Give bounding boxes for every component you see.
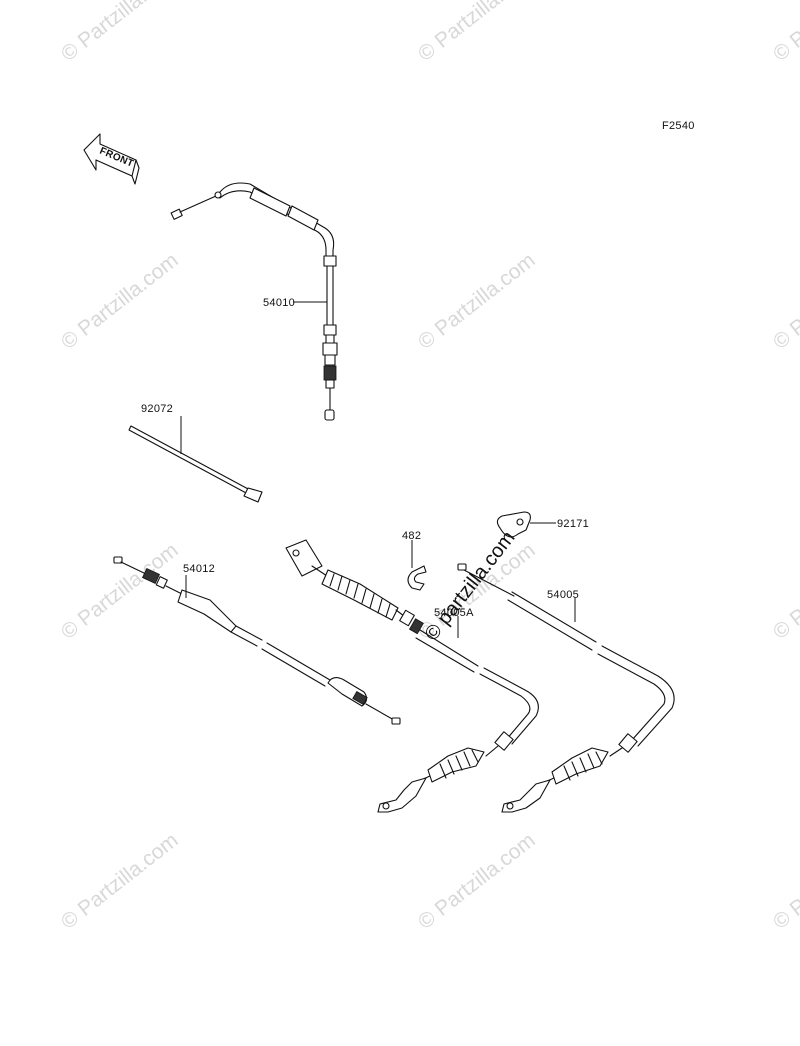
part-label-482[interactable]: 482 (402, 530, 421, 542)
part-label-54010[interactable]: 54010 (263, 297, 295, 309)
clamp-92171 (496, 511, 531, 538)
watermark: © Partzilla.com (57, 539, 183, 644)
e-clip-482 (407, 565, 427, 591)
cable-54012 (113, 556, 401, 725)
watermark: © Partzilla.com (769, 539, 800, 644)
watermark: © Partzilla.com (769, 249, 800, 354)
part-label-54005[interactable]: 54005 (547, 589, 579, 601)
watermark: © Partzilla.com (57, 829, 183, 934)
cable-54010 (170, 182, 338, 421)
watermark: © Partzilla.com (769, 829, 800, 934)
cable-54005 (457, 563, 675, 813)
watermark-layer: © Partzilla.com © Partzilla.com © Partzi… (57, 0, 800, 934)
front-arrow-icon: FRONT (83, 133, 140, 185)
cable-tie-92072 (128, 425, 263, 503)
watermark: © Partzilla.com (414, 249, 540, 354)
watermark: © Partzilla.com (414, 0, 540, 66)
watermark: © Partzilla.com (57, 0, 183, 66)
part-label-54012[interactable]: 54012 (183, 563, 215, 575)
part-label-92171[interactable]: 92171 (557, 518, 589, 530)
watermark: © Partzilla.com (57, 249, 183, 354)
part-label-92072[interactable]: 92072 (141, 403, 173, 415)
watermark: © Partzilla.com (769, 0, 800, 66)
figure-code: F2540 (662, 120, 695, 132)
watermark-overlay: © partzilla.com (421, 527, 520, 645)
watermark: © Partzilla.com (414, 829, 540, 934)
part-label-54005a[interactable]: 54005A (434, 607, 474, 619)
cable-54005a (285, 539, 539, 813)
